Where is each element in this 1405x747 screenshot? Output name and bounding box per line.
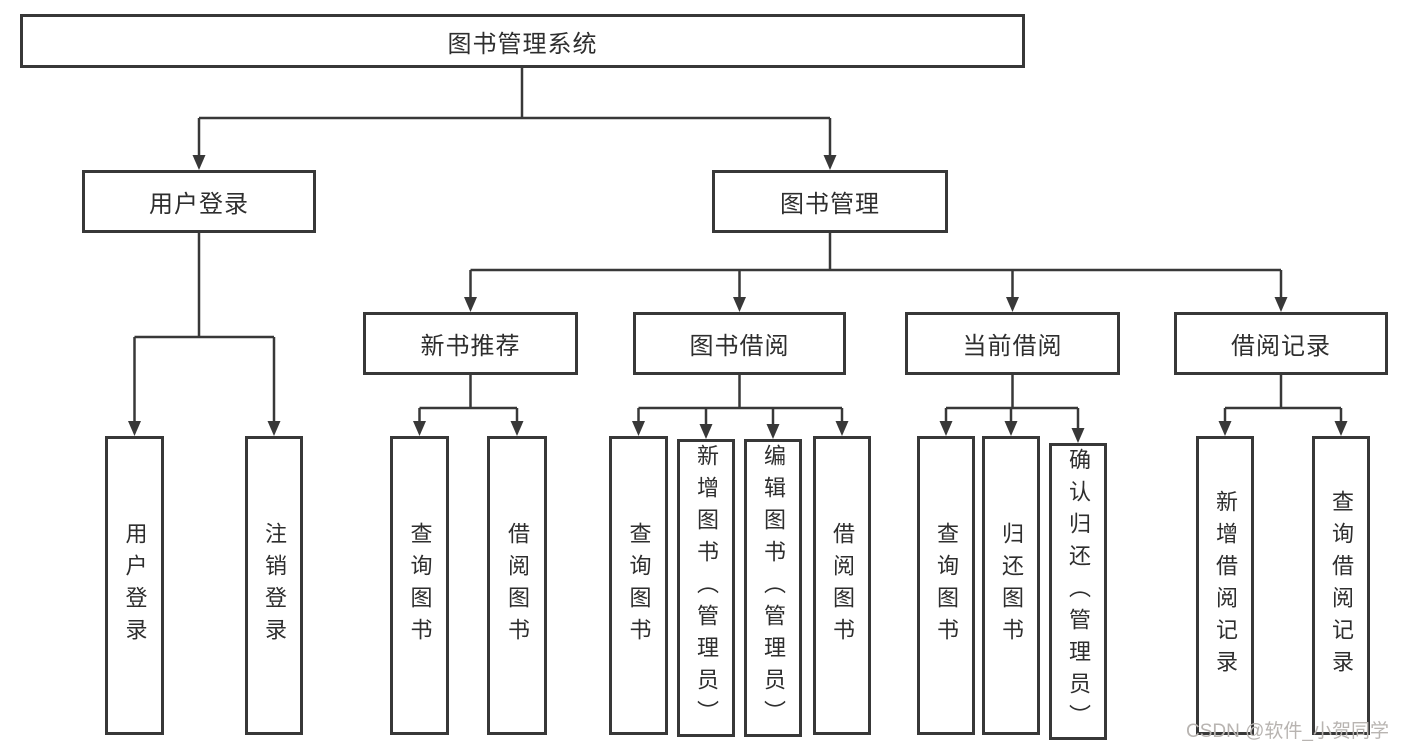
leaf-label: 新增借阅记录	[1213, 489, 1238, 682]
leaf-label: 借阅图书	[830, 521, 855, 650]
leaf-label: 用户登录	[122, 521, 148, 650]
leaf-logout: 注销登录	[245, 436, 303, 735]
leaf-edit-book-admin: 编辑图书（管理员）	[744, 439, 802, 737]
leaf-label: 归还图书	[999, 521, 1024, 650]
leaf-label: 查询图书	[407, 521, 433, 650]
node-new-book-recommend: 新书推荐	[363, 312, 578, 375]
leaf-user-login: 用户登录	[105, 436, 164, 735]
leaf-label: 查询借阅记录	[1329, 489, 1354, 682]
watermark: CSDN @软件_小贺同学	[1186, 721, 1389, 742]
node-label: 图书管理	[780, 191, 880, 218]
node-book-borrow: 图书借阅	[633, 312, 846, 375]
node-label: 借阅记录	[1231, 333, 1331, 360]
leaf-query-books-recommend: 查询图书	[390, 436, 449, 735]
root-node-library-management-system: 图书管理系统	[20, 14, 1025, 68]
node-label: 用户登录	[149, 191, 249, 218]
arrowheads	[128, 155, 1348, 443]
leaf-add-book-admin: 新增图书（管理员）	[677, 439, 735, 737]
node-borrow-record: 借阅记录	[1174, 312, 1388, 375]
node-current-borrow: 当前借阅	[905, 312, 1120, 375]
leaf-label: 编辑图书（管理员）	[761, 444, 786, 732]
leaf-borrow-books-recommend: 借阅图书	[487, 436, 547, 735]
node-label: 新书推荐	[420, 333, 521, 360]
leaf-query-books-current: 查询图书	[917, 436, 975, 735]
leaf-return-book: 归还图书	[982, 436, 1040, 735]
leaf-add-borrow-record: 新增借阅记录	[1196, 436, 1254, 735]
leaf-query-books-borrow: 查询图书	[609, 436, 668, 735]
leaf-label: 新增图书（管理员）	[694, 444, 719, 732]
root-node-label: 图书管理系统	[447, 30, 598, 58]
leaf-label: 查询图书	[934, 521, 959, 650]
node-user-login: 用户登录	[82, 170, 316, 233]
leaf-label: 借阅图书	[505, 521, 530, 650]
leaf-label: 注销登录	[262, 521, 287, 650]
node-label: 图书借阅	[689, 333, 790, 360]
leaf-label: 确认归还（管理员）	[1066, 447, 1091, 736]
leaf-label: 查询图书	[626, 521, 652, 650]
leaf-query-borrow-record: 查询借阅记录	[1312, 436, 1370, 735]
connector-edges	[133, 68, 1343, 430]
leaf-confirm-return-admin: 确认归还（管理员）	[1049, 443, 1107, 740]
leaf-borrow-books: 借阅图书	[813, 436, 871, 735]
node-book-management: 图书管理	[712, 170, 948, 233]
node-label: 当前借阅	[962, 333, 1063, 360]
